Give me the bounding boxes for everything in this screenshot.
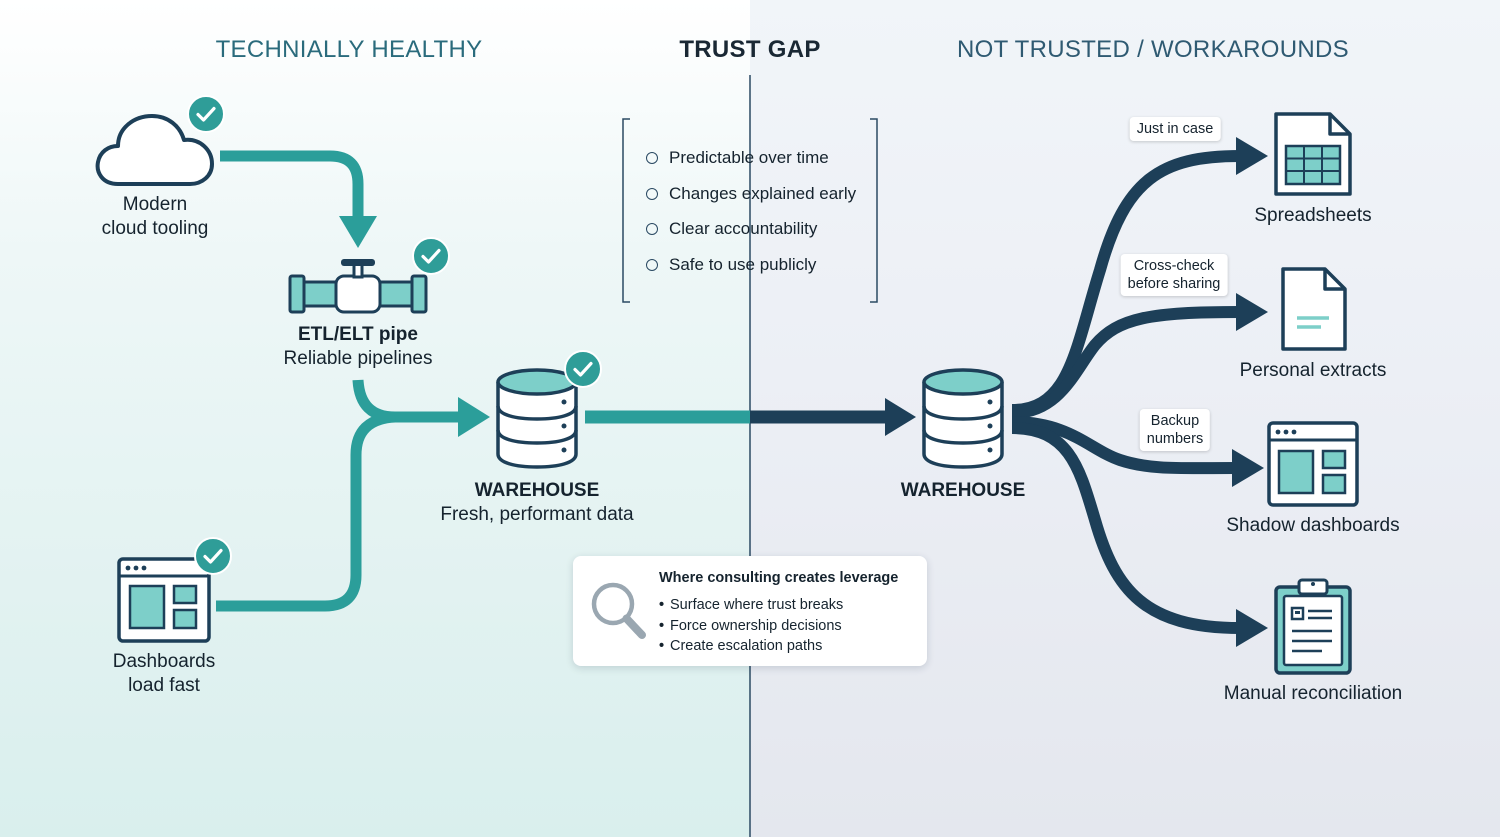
heading-technically-healthy: TECHNIALLY HEALTHY: [215, 36, 483, 63]
check-badge-icon: [194, 537, 232, 575]
flow-to-personal-extracts: [1011, 293, 1268, 419]
warehouse-right-label: WAREHOUSE: [900, 480, 1026, 501]
check-badge-icon: [412, 237, 450, 275]
dashboards-label: Dashboards load fast: [112, 651, 216, 696]
check-badge-icon: [187, 95, 225, 133]
manual-reconciliation-label: Manual reconciliation: [1223, 683, 1403, 704]
flow-pipe-to-warehouse: [352, 379, 490, 437]
trust-gap-item: Predictable over time: [646, 147, 856, 183]
consulting-bullet: •Force ownership decisions: [659, 617, 842, 634]
tag-just-in-case: Just in case: [1129, 117, 1221, 141]
flow-warehouse-to-trust-gap: [585, 398, 916, 436]
flow-to-manual-reconciliation: [1011, 422, 1268, 647]
tag-cross-check: Cross-check before sharing: [1120, 254, 1228, 296]
cloud-icon: [95, 114, 214, 186]
trust-gap-bracket-right: [870, 118, 878, 303]
circle-icon: [646, 152, 658, 164]
consulting-bullet: •Surface where trust breaks: [659, 597, 844, 613]
heading-not-trusted: NOT TRUSTED / WORKAROUNDS: [957, 36, 1349, 63]
dashboard-icon: [1267, 421, 1359, 507]
shadow-dashboards-label: Shadow dashboards: [1226, 515, 1400, 536]
circle-icon: [646, 187, 658, 200]
flow-cloud-to-pipe: [220, 150, 377, 248]
trust-gap-bracket-left: [622, 118, 630, 303]
consulting-bullets: •Surface where trust breaks •Force owner…: [659, 595, 843, 657]
personal-extracts-label: Personal extracts: [1239, 360, 1387, 381]
consulting-title: Where consulting creates leverage: [659, 570, 899, 586]
spreadsheets-label: Spreadsheets: [1254, 205, 1372, 226]
circle-icon: [646, 258, 658, 271]
document-icon: [1281, 267, 1347, 351]
trust-gap-list: Predictable over time Changes explained …: [646, 147, 856, 289]
heading-trust-gap: TRUST GAP: [679, 36, 821, 63]
check-badge-icon: [564, 350, 602, 388]
magnifier-icon: [591, 582, 646, 639]
tag-backup-numbers: Backup numbers: [1139, 409, 1211, 451]
trust-gap-item: Safe to use publicly: [646, 254, 856, 290]
trust-gap-item: Changes explained early: [646, 183, 856, 219]
circle-icon: [646, 223, 658, 235]
database-icon: [922, 368, 1004, 469]
flow-dashboards-to-warehouse: [216, 411, 396, 612]
cloud-tooling-label: Modern cloud tooling: [101, 194, 209, 239]
pipe-icon: [288, 259, 428, 314]
database-icon: [496, 368, 578, 469]
dashboard-icon: [117, 557, 211, 643]
trust-gap-item: Clear accountability: [646, 218, 856, 254]
spreadsheet-icon: [1274, 112, 1352, 196]
consulting-leverage-card: Where consulting creates leverage •Surfa…: [573, 556, 927, 666]
consulting-bullet: •Create escalation paths: [659, 638, 823, 654]
warehouse-left-label: WAREHOUSE Fresh, performant data: [440, 480, 634, 525]
pipe-label: ETL/ELT pipe Reliable pipelines: [283, 324, 433, 369]
flow-to-shadow-dashboards: [1011, 416, 1264, 487]
trust-gap-divider: [749, 75, 751, 837]
clipboard-icon: [1274, 578, 1352, 675]
